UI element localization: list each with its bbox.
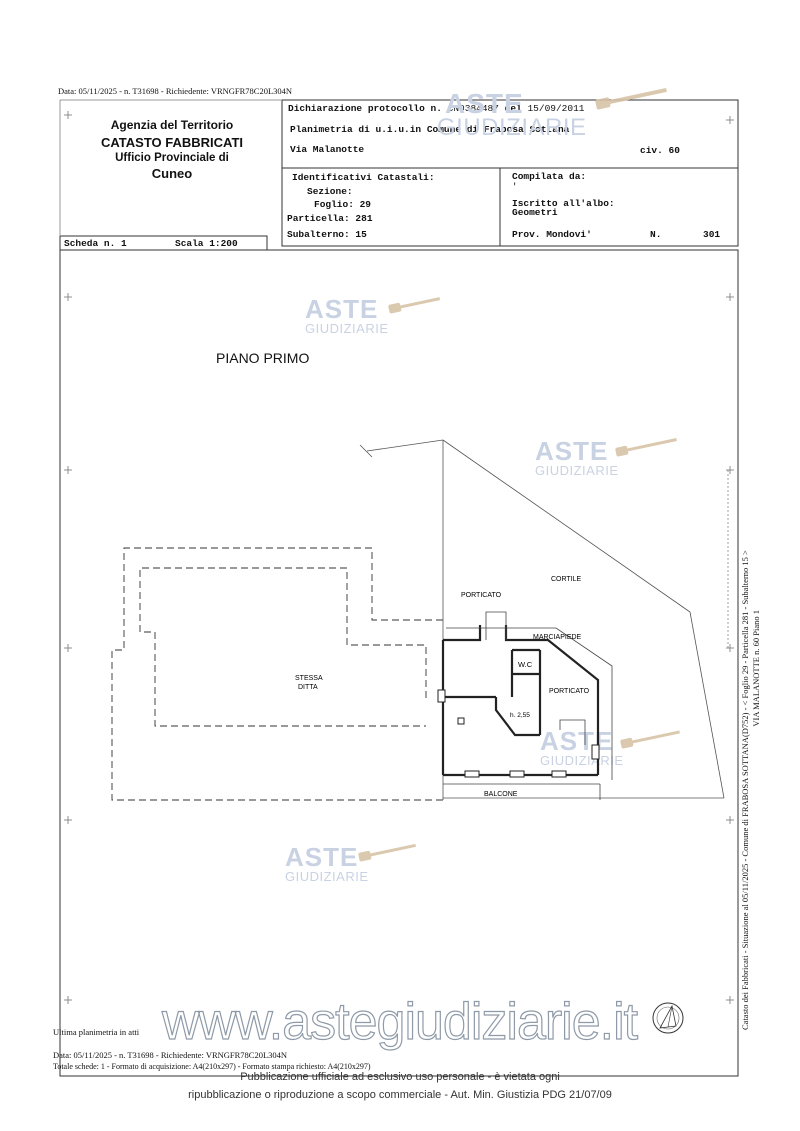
ditta-label: DITTA — [298, 684, 318, 691]
publication-notice: Pubblicazione ufficiale ad esclusivo uso… — [240, 1071, 560, 1083]
watermark-giudiziarie-text: GIUDIZIARIE — [437, 114, 587, 141]
civic-number: civ. 60 — [640, 145, 680, 156]
watermark-3: ASTE GIUDIZIARIE — [535, 436, 619, 478]
republication-notice: ripubblicazione o riproduzione a scopo c… — [188, 1089, 612, 1101]
sezione-field: Sezione: — [307, 186, 353, 197]
ultima-planimetria: Ultima planimetria in atti — [53, 1027, 140, 1037]
cortile-label: CORTILE — [551, 576, 582, 583]
footer-totale: Totale schede: 1 - Formato di acquisizio… — [53, 1062, 371, 1071]
openings — [437, 689, 600, 778]
watermark-giudiziarie-text: GIUDIZIARIE — [535, 463, 619, 478]
compilata-name: ' — [512, 182, 518, 192]
stessa-label: STESSA — [295, 675, 323, 682]
particella-field: Particella: 281 — [287, 213, 373, 224]
iscritto-label: Iscritto all'albo: — [512, 198, 615, 209]
watermark-aste-text: ASTE — [535, 436, 609, 466]
ufficio-label: Ufficio Provinciale di — [115, 152, 229, 164]
prov-value: Prov. Mondovi' — [512, 229, 592, 240]
protocol-line: Dichiarazione protocollo n. CN0384487 de… — [288, 103, 584, 114]
top-request-note: Data: 05/11/2025 - n. T31698 - Richieden… — [58, 86, 293, 96]
marciapiede-label: MARCIAPIEDE — [533, 634, 582, 641]
watermark-aste-text: ASTE — [305, 294, 379, 324]
side-caption-line2: VIA MALANOTTE n. 60 Piano 1 — [751, 610, 761, 727]
wc-label: W.C — [518, 660, 533, 669]
agency-name: Agenzia del Territorio — [110, 118, 234, 132]
planimetria-line: Planimetria di u.i.u.in Comune di Frabos… — [290, 124, 570, 135]
porch-outline — [443, 611, 613, 800]
watermark-aste-text: ASTE — [540, 726, 614, 756]
unit-walls — [441, 625, 600, 777]
agency-block: Agenzia del Territorio CATASTO FABBRICAT… — [62, 118, 282, 181]
watermark-5: ASTE GIUDIZIARIE — [285, 842, 369, 884]
watermark-4: ASTE GIUDIZIARIE — [540, 726, 624, 768]
balcone-label: BALCONE — [484, 791, 518, 798]
watermark-aste-text: ASTE — [445, 88, 524, 119]
height-label: h. 2,55 — [510, 712, 530, 719]
protocol-date: 15/09/2011 — [527, 103, 585, 114]
foglio-field: Foglio: 29 — [314, 199, 372, 210]
albo-value: Geometri — [512, 207, 558, 218]
city-name: Cuneo — [151, 166, 193, 181]
protocol-number: CN0384487 — [447, 103, 499, 114]
catasto-title: CATASTO FABBRICATI — [100, 135, 244, 150]
subalterno-field: Subalterno: 15 — [287, 229, 367, 240]
north-arrow-icon — [652, 1002, 684, 1034]
scheda-number: Scheda n. 1 — [64, 238, 127, 249]
watermark-aste-text: ASTE — [285, 842, 359, 872]
watermark-giudiziarie-text: GIUDIZIARIE — [305, 321, 389, 336]
via-line: Via Malanotte — [290, 144, 365, 155]
scale-label: Scala 1:200 — [175, 238, 238, 249]
stessa-ditta-outline — [111, 547, 443, 801]
watermark-2: ASTE GIUDIZIARIE — [305, 294, 389, 336]
n-label: N. — [650, 229, 662, 240]
porticato-top-label: PORTICATO — [461, 592, 502, 599]
protocol-label: Dichiarazione protocollo n. — [288, 103, 442, 114]
footer-date: Data: 05/11/2025 - n. T31698 - Richieden… — [53, 1050, 288, 1060]
side-caption: Catasto dei Fabbricati - Situazione al 0… — [740, 450, 762, 1030]
compilata-title: Compilata da: — [512, 171, 587, 182]
watermark-top: ASTE GIUDIZIARIE — [437, 88, 587, 142]
protocol-del: del — [504, 103, 522, 114]
porticato-right-label: PORTICATO — [549, 688, 590, 695]
side-caption-line1: Catasto dei Fabbricati - Situazione al 0… — [740, 550, 750, 1030]
watermark-giudiziarie-text: GIUDIZIARIE — [285, 869, 369, 884]
watermark-giudiziarie-text: GIUDIZIARIE — [540, 753, 624, 768]
n-value: 301 — [703, 229, 721, 240]
site-watermark: www.astegiudiziarie.it — [161, 992, 638, 1051]
identificativi-title: Identificativi Catastali: — [292, 172, 435, 183]
plan-title: PIANO PRIMO — [216, 350, 310, 366]
